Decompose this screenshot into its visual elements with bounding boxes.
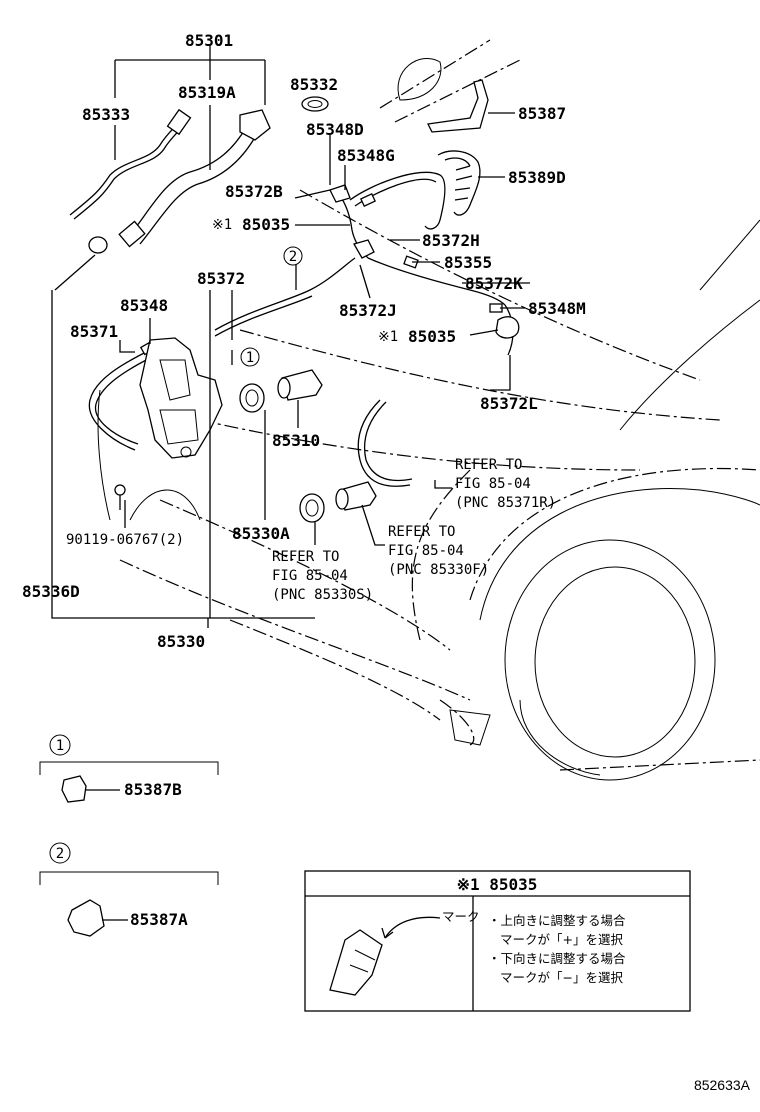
detail-text-line1: ・上向きに調整する場合: [488, 913, 626, 928]
hose-85319a: [118, 109, 271, 248]
label-85372b: 85372B: [225, 182, 283, 201]
refer1-line1: REFER TO: [455, 457, 522, 473]
detail-2-panel: 2 85387A: [39, 842, 219, 937]
mark-label: マーク: [442, 909, 480, 924]
label-85348d: 85348D: [306, 120, 364, 139]
label-85330: 85330: [157, 632, 205, 651]
marker-circle-2: 2: [283, 246, 303, 266]
label-85035-a: 85035: [242, 215, 290, 234]
clip-85387a: [67, 899, 105, 937]
bolt-90119: [114, 484, 126, 510]
detail-text-line3: ・下向きに調整する場合: [488, 951, 626, 966]
label-85371: 85371: [70, 322, 118, 341]
label-85372j: 85372J: [339, 301, 397, 320]
refer3-line3: (PNC 85330S): [272, 587, 373, 603]
label-85330a: 85330A: [232, 524, 290, 543]
wire-85333: [69, 108, 192, 220]
detail-box-title: ※1 85035: [457, 875, 538, 894]
refer-note-85371r: REFER TO FIG 85-04 (PNC 85371R): [455, 457, 556, 511]
refer1-line2: FIG 85-04: [455, 476, 531, 492]
label-85336d: 85336D: [22, 582, 80, 601]
label-85348m: 85348M: [528, 299, 586, 318]
detail-text-line4: マークが「−」を選択: [500, 970, 623, 985]
refer1-line3: (PNC 85371R): [455, 495, 556, 511]
leader-lines: [51, 45, 530, 628]
refer-note-85330f: REFER TO FIG 85-04 (PNC 85330F): [388, 524, 489, 578]
refer2-line1: REFER TO: [388, 524, 455, 540]
note-mark-2: ※1: [378, 329, 398, 345]
pump-85310: [239, 369, 323, 413]
label-85035-b: 85035: [408, 327, 456, 346]
detail-1-number: 1: [56, 738, 64, 754]
pump-85330a: [299, 481, 377, 523]
label-90119-06767: 90119-06767(2): [66, 532, 184, 548]
vehicle-body-outline: [97, 39, 760, 781]
label-85372h: 85372H: [422, 231, 480, 250]
hose-85372-set: [88, 171, 514, 487]
refer2-line3: (PNC 85330F): [388, 562, 489, 578]
label-85372: 85372: [197, 269, 245, 288]
label-85387: 85387: [518, 104, 566, 123]
label-85387b: 85387B: [124, 780, 182, 799]
label-85332: 85332: [290, 75, 338, 94]
label-85372k: 85372K: [465, 274, 523, 293]
refer2-line2: FIG 85-04: [388, 543, 464, 559]
label-85372l: 85372L: [480, 394, 538, 413]
label-85301: 85301: [185, 31, 233, 50]
detail-1-panel: 1 85387B: [39, 734, 219, 803]
label-85387a: 85387A: [130, 910, 188, 929]
marker-1-text: 1: [246, 350, 254, 366]
label-85355: 85355: [444, 253, 492, 272]
hose-85389d: [437, 150, 481, 216]
cap-85332: [301, 96, 329, 112]
label-85333: 85333: [82, 105, 130, 124]
detail-2-number: 2: [56, 846, 64, 862]
callout-labels: 85301 85333 85319A 85332 85387 85348D 85…: [22, 31, 586, 651]
label-85319a: 85319A: [178, 83, 236, 102]
clip-85387b: [61, 775, 87, 803]
marker-2-text: 2: [289, 249, 297, 265]
nozzle-85035-drawing: [329, 929, 383, 996]
detail-text-line2: マークが「+」を選択: [500, 932, 623, 947]
grommet-85336d: [88, 236, 108, 254]
nozzle-detail-box: ※1 85035 マーク ・上向きに調整する場合 マークが「+」を選択 ・下向き…: [304, 870, 691, 1012]
refer3-line2: FIG 85-04: [272, 568, 348, 584]
label-85389d: 85389D: [508, 168, 566, 187]
refer-note-85330s: REFER TO FIG 85-04 (PNC 85330S): [272, 549, 373, 603]
marker-circle-1: 1: [240, 347, 260, 367]
label-85310: 85310: [272, 431, 320, 450]
bracket-85387: [427, 79, 489, 133]
label-85348g: 85348G: [337, 146, 395, 165]
note-mark-1: ※1: [212, 217, 232, 233]
label-85348: 85348: [120, 296, 168, 315]
figure-code: 852633A: [694, 1077, 751, 1093]
refer3-line1: REFER TO: [272, 549, 339, 565]
